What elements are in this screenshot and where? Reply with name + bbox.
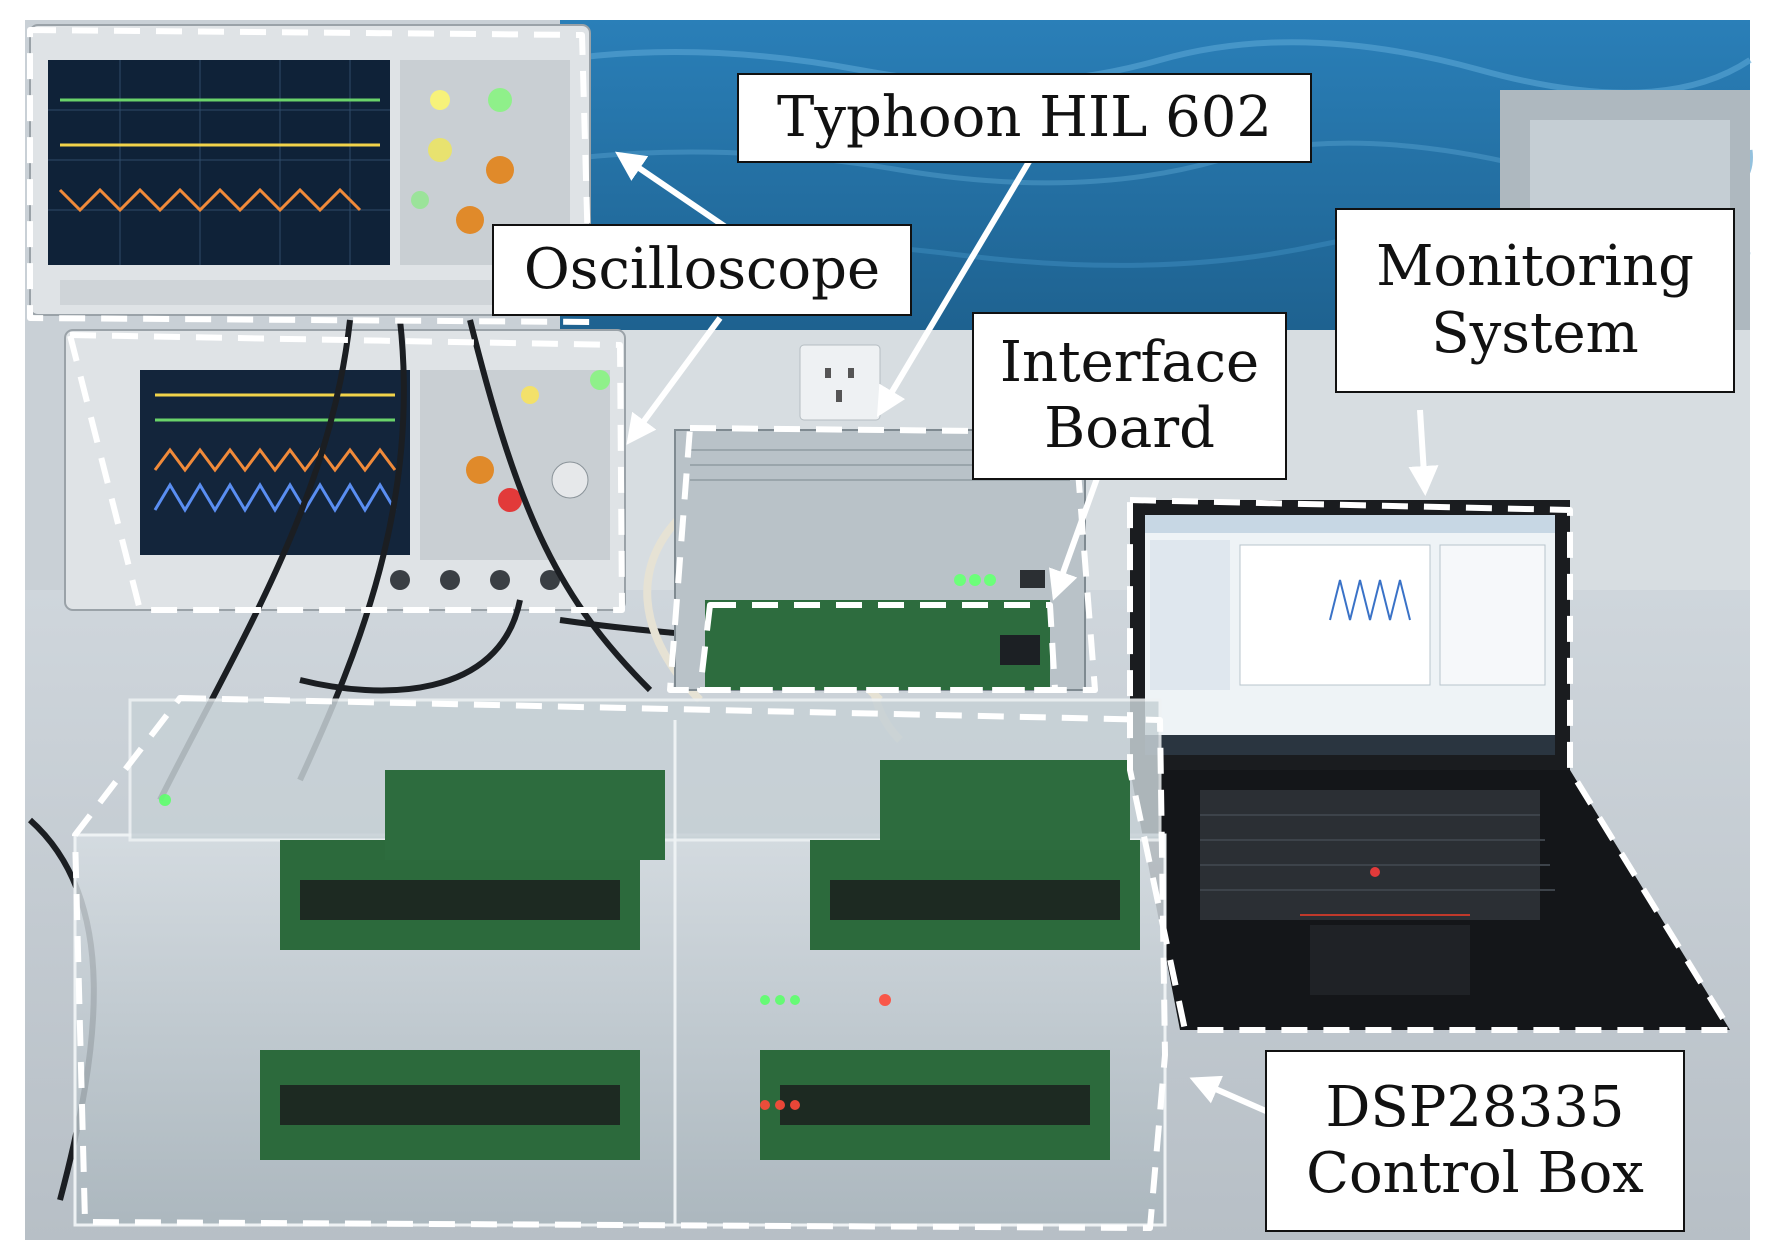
label-oscilloscope: Oscilloscope — [492, 224, 912, 316]
arrow-oscilloscope-lower — [626, 316, 723, 445]
label-typhoon-text: Typhoon HIL 602 — [776, 84, 1273, 150]
label-monitoring-system: Monitoring System — [1335, 208, 1735, 393]
dashed-outline-interface — [697, 602, 1058, 693]
label-interface-line2: Board — [1044, 396, 1215, 461]
laptop — [1130, 500, 1730, 1030]
label-interface-line1: Interface — [999, 329, 1260, 395]
label-typhoon-hil: Typhoon HIL 602 — [737, 73, 1312, 163]
label-oscilloscope-text: Oscilloscope — [523, 236, 881, 302]
dashed-outline-oscilloscope-lower — [67, 332, 625, 613]
interface-board — [705, 600, 1050, 690]
arrow-dsp — [1189, 1075, 1277, 1118]
dashed-outline-dsp-box — [72, 695, 1168, 1231]
arrow-monitoring — [1408, 409, 1439, 496]
label-interface-board: Interface Board — [972, 312, 1287, 480]
label-dsp-line2: Control Box — [1306, 1141, 1644, 1206]
label-dsp-control-box: DSP28335 Control Box — [1265, 1050, 1685, 1232]
label-dsp-line1: DSP28335 — [1325, 1074, 1625, 1140]
label-monitoring-line2: System — [1431, 300, 1639, 366]
oscilloscope-upper — [29, 24, 591, 316]
dashed-outline-typhoon — [667, 425, 1098, 693]
dashed-outline-laptop — [1127, 497, 1733, 1033]
arrow-typhoon — [876, 158, 1033, 418]
label-monitoring-line1: Monitoring — [1376, 234, 1694, 300]
arrow-oscilloscope-upper — [615, 151, 732, 233]
dsp-control-box — [73, 698, 1167, 1227]
dashed-outline-oscilloscope-upper — [27, 27, 593, 325]
dashed-outlines — [27, 27, 1733, 1231]
arrow-interface — [1049, 468, 1103, 601]
wall-outlet — [799, 344, 881, 421]
callout-arrows — [615, 151, 1439, 1118]
oscilloscope-lower — [64, 329, 626, 611]
